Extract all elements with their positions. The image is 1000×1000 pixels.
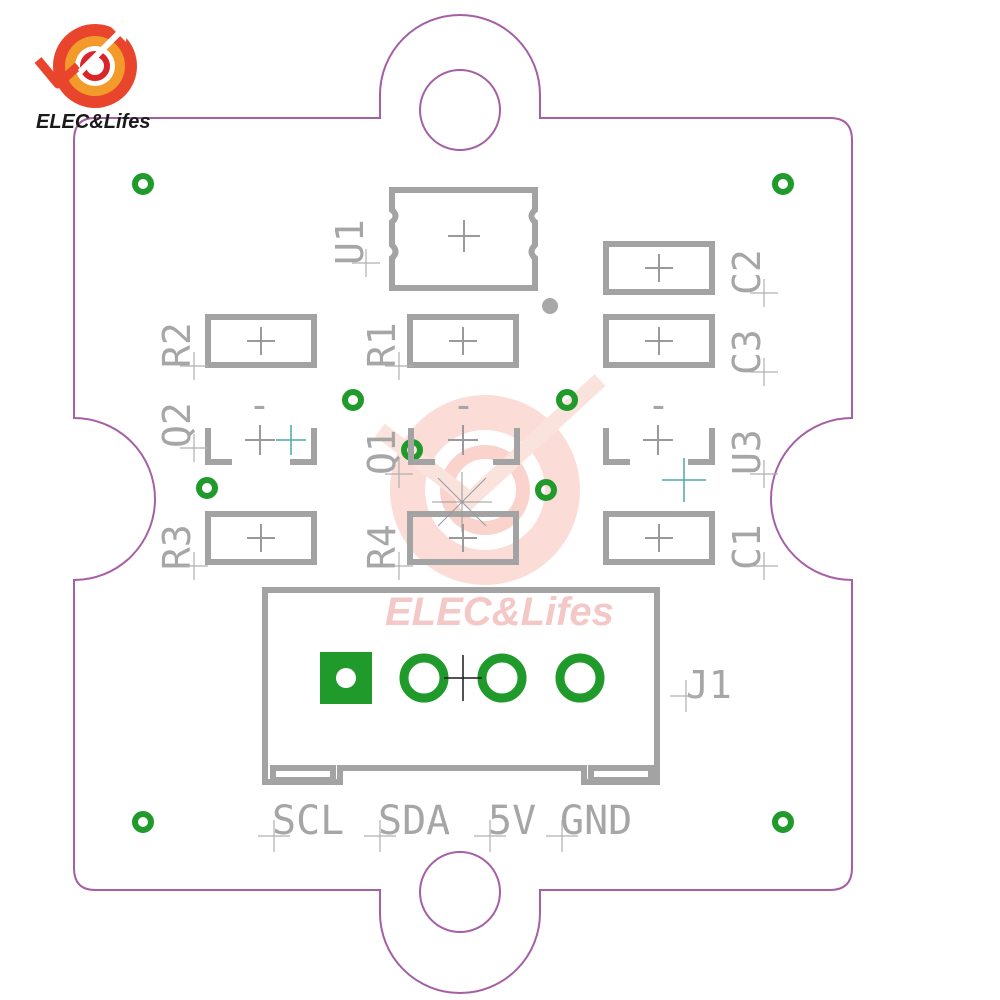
label-c2: C2 [725, 249, 769, 295]
j1-pin3-pad [477, 653, 527, 703]
q2-footprint [205, 425, 317, 465]
via-bottom-right [772, 811, 794, 833]
mounting-hole-top [419, 69, 501, 151]
c3-footprint [603, 314, 715, 368]
u3-footprint [603, 425, 715, 502]
j1-pin4-pad [555, 653, 605, 703]
brand-logo [34, 24, 137, 108]
label-r1: R1 [360, 322, 404, 368]
fiducial-u1 [542, 298, 558, 314]
label-c1: C1 [725, 524, 769, 570]
u1-footprint [389, 187, 538, 291]
brand-logo-text: ELEC&Lifes [36, 111, 150, 133]
via-top-right [772, 173, 794, 195]
q1-minus-mark: - [452, 383, 475, 427]
c1-footprint [603, 511, 715, 565]
via-center-right [535, 479, 557, 501]
pin-label-sda: SDA [378, 798, 450, 844]
r4-footprint [407, 472, 519, 565]
u3-minus-mark: - [647, 383, 670, 427]
label-r2: R2 [155, 322, 199, 368]
pin-label-scl: SCL [272, 798, 344, 844]
c2-footprint [603, 241, 715, 295]
label-u1: U1 [328, 219, 372, 265]
label-q2: Q2 [155, 402, 199, 448]
label-r4: R4 [360, 524, 404, 570]
j1-connector [262, 587, 660, 785]
label-u3: U3 [725, 429, 769, 475]
pin-label-5v: 5V [488, 798, 536, 844]
j1-pin2-pad [399, 653, 449, 703]
label-c3: C3 [725, 329, 769, 375]
label-r3: R3 [155, 524, 199, 570]
pin-label-gnd: GND [560, 798, 632, 844]
mounting-hole-bottom [419, 851, 501, 933]
r3-footprint [205, 511, 317, 565]
via-q2-base [196, 477, 218, 499]
r2-footprint [205, 314, 317, 368]
q2-minus-mark: - [248, 383, 271, 427]
via-u3-top [556, 389, 578, 411]
board-outline [73, 14, 853, 994]
q1-footprint [408, 425, 520, 465]
label-j1: J1 [686, 663, 732, 707]
via-bottom-left [132, 811, 154, 833]
via-q1-left [342, 389, 364, 411]
label-q1: Q1 [360, 429, 404, 475]
via-top-left [132, 173, 154, 195]
r1-footprint [407, 314, 519, 368]
watermark-text: ELEC&Lifes [385, 590, 614, 634]
